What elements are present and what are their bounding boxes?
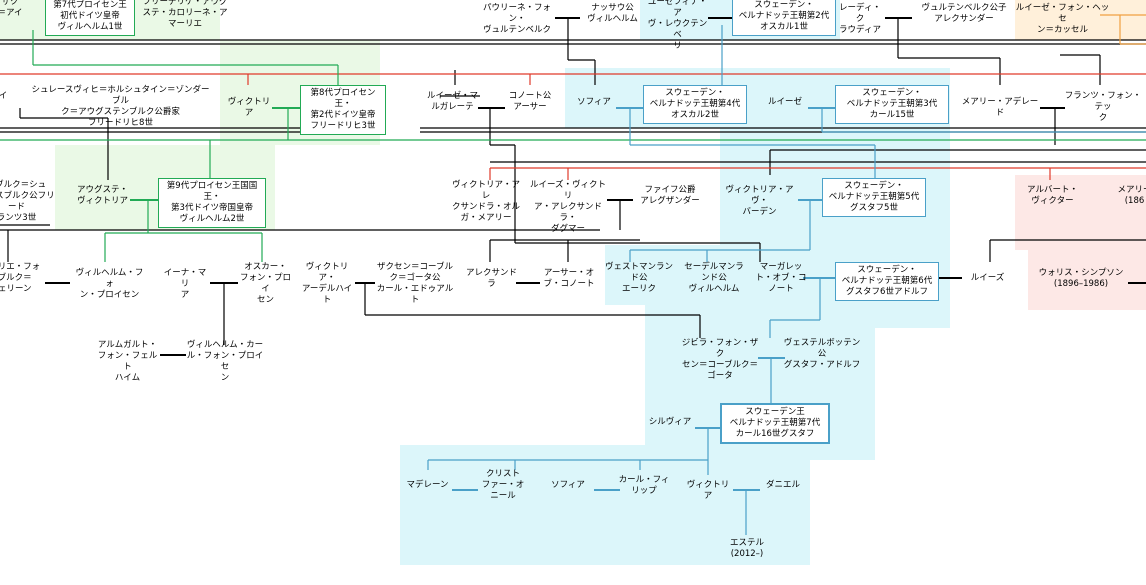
person-nassau: ナッサウ公 ヴィルヘルム [587, 3, 638, 24]
person-wallis: ウォリス・シンプソン (1896–1986) [1038, 268, 1124, 289]
person-lady-claudia: レーディ・ク ラウディア [839, 3, 881, 35]
person-carl-eduard: ザクセン＝コーブル ク＝ゴータ公 カール・エドゥアルト [376, 262, 454, 305]
person-friedrich3[interactable]: 第8代プロイセン王・ 第2代ドイツ皇帝 フリードリヒ3世 [300, 85, 386, 135]
person-wilhelm-karl: ヴィルヘルム・カー ル・フォン・プロイセ ン [186, 340, 264, 383]
person-estelle: エステル (2012–) [729, 538, 764, 559]
person-madeleine: マデレーン [406, 480, 449, 490]
person-arthur-connaught: アーサー・オ ブ・コノート [543, 268, 595, 289]
person-albert-victor: アルバート・ ヴィクター [1027, 185, 1078, 206]
person-frederick-partial: イ [0, 91, 8, 101]
person-wilhelm-prussia: ヴィルヘルム・フォ ン・プロイセン [75, 268, 144, 300]
person-saxony-partial: ザク ＝アイ [0, 0, 23, 18]
person-louise-mountbatten: ルイーズ [970, 273, 1005, 283]
person-marie-partial: マーリエ・フォ ンブルク＝ ヴェリーン [0, 262, 41, 294]
person-mary-partial: メアリー (186 [1117, 185, 1146, 206]
person-wurttemberg-alex: ヴュルテンベルク公子 アレクサンダー [921, 3, 1007, 24]
pink-zone [1015, 175, 1146, 250]
person-pauline: パウリーネ・フォン・ ヴュルテンベルク [482, 3, 551, 35]
person-victoria-uk: ヴィクトリア [227, 97, 271, 118]
person-louise-victoria: ルイーズ・ヴィクトリ ア・アレクサンドラ・ ダグマー [529, 180, 607, 234]
person-daniel: ダニエル [765, 480, 800, 490]
pink-zone [1028, 250, 1146, 310]
person-gustaf-adolf: ヴェステルボッテン 公 グスタフ・アドルフ [783, 338, 861, 370]
person-christopher: クリスト ファー・オ ニール [481, 469, 525, 501]
sweden-zone [400, 445, 810, 565]
sweden-zone [605, 245, 720, 305]
person-wilhelm1[interactable]: 第7代プロイセン王 初代ドイツ皇帝 ヴィルヘルム1世 [45, 0, 135, 36]
person-gustav6[interactable]: スウェーデン・ ベルナドッテ王朝第6代 グスタフ6世アドルフ [835, 262, 939, 301]
person-oskar-prussia: オスカー・ フォン・プロイ セン [239, 262, 291, 305]
person-armgard: アルムガルト・ フォン・フェルト ハイム [97, 340, 158, 383]
person-friederike: フリーデリケ・アウグ ステ・カロリーネ・ア マーリエ [142, 0, 228, 29]
person-auguste-victoria: アウグステ・ ヴィクトリア [76, 185, 128, 206]
person-louise-hessen: ルイーゼ・フォン・ヘッセ ン＝カッセル [1015, 3, 1110, 35]
person-ina-marie: イーナ・マリ ア [163, 268, 207, 300]
person-alexandra: アレクサンド ラ [465, 268, 517, 289]
person-gustav5[interactable]: スウェーデン・ ベルナドッテ王朝第5代 グスタフ5世 [822, 178, 926, 217]
person-wilhelm2[interactable]: 第9代プロイセン王国国王・ 第3代ドイツ帝国皇帝 ヴィルヘルム2世 [158, 178, 266, 228]
person-wilhelm-sodermanland: セーデルマンラ ンド公 ヴィルヘルム [684, 262, 744, 294]
person-victoria-baden: ヴィクトリア・アヴ・ バーデン [725, 185, 794, 217]
person-louise: ルイーゼ [767, 97, 802, 107]
person-oscar1[interactable]: スウェーデン・ ベルナドッテ王朝第2代 オスカル1世 [732, 0, 836, 36]
person-fife: ファイフ公爵 アレグザンダー [640, 185, 700, 206]
orange-zone [1015, 0, 1146, 40]
person-sibylla: ジビラ・フォン・ザク セン＝コーブルク＝ ゴータ [681, 338, 759, 381]
person-connaught: コノート公 アーサー [508, 91, 552, 112]
person-franz-teck: フランツ・フォン・テッ ク [1064, 91, 1142, 123]
person-schleswig: シュレースヴィヒ＝ホルシュタイン＝ゾンダーブル ク＝アウグステンブルク公爵家 フ… [31, 85, 210, 128]
person-victoria-se: ヴィクトリア [686, 480, 730, 501]
person-erik: ヴェストマンラン ド公 エーリク [605, 262, 674, 294]
person-victoria-alexandra: ヴィクトリア・アレ クサンドラ・オル ガ・メアリー [451, 180, 520, 223]
person-victoria-adelaide: ヴィクトリア・ アーデルハイ ト [301, 262, 353, 305]
person-carl-philip: カール・フィ リップ [618, 475, 670, 496]
person-sofia2: ソフィア [551, 480, 585, 490]
person-louise-marie: ルイーゼ・マ ルガレーテ [426, 91, 478, 112]
person-oscar2[interactable]: スウェーデン・ ベルナドッテ王朝第4代 オスカル2世 [643, 85, 747, 124]
person-margaret: マーガレッ ト・オブ・コ ノート [755, 262, 807, 294]
person-mary-adelaide: メアリー・アデレード [961, 97, 1039, 118]
person-carl16[interactable]: スウェーデン王 ベルナドッテ王朝第7代 カール16世グスタフ [720, 403, 830, 444]
person-karl15[interactable]: スウェーデン・ ベルナドッテ王朝第3代 カール15世 [835, 85, 949, 124]
person-glucksburg: ンブルク＝シュ ックスブルク公フリード ランツ3世 [0, 180, 55, 223]
person-sofia: ソフィア [577, 97, 611, 107]
person-silvia: シルヴィア [648, 417, 692, 427]
person-eugenie: ユーゼフィナ・ア ヴ・レウクテンベ リ [647, 0, 708, 51]
